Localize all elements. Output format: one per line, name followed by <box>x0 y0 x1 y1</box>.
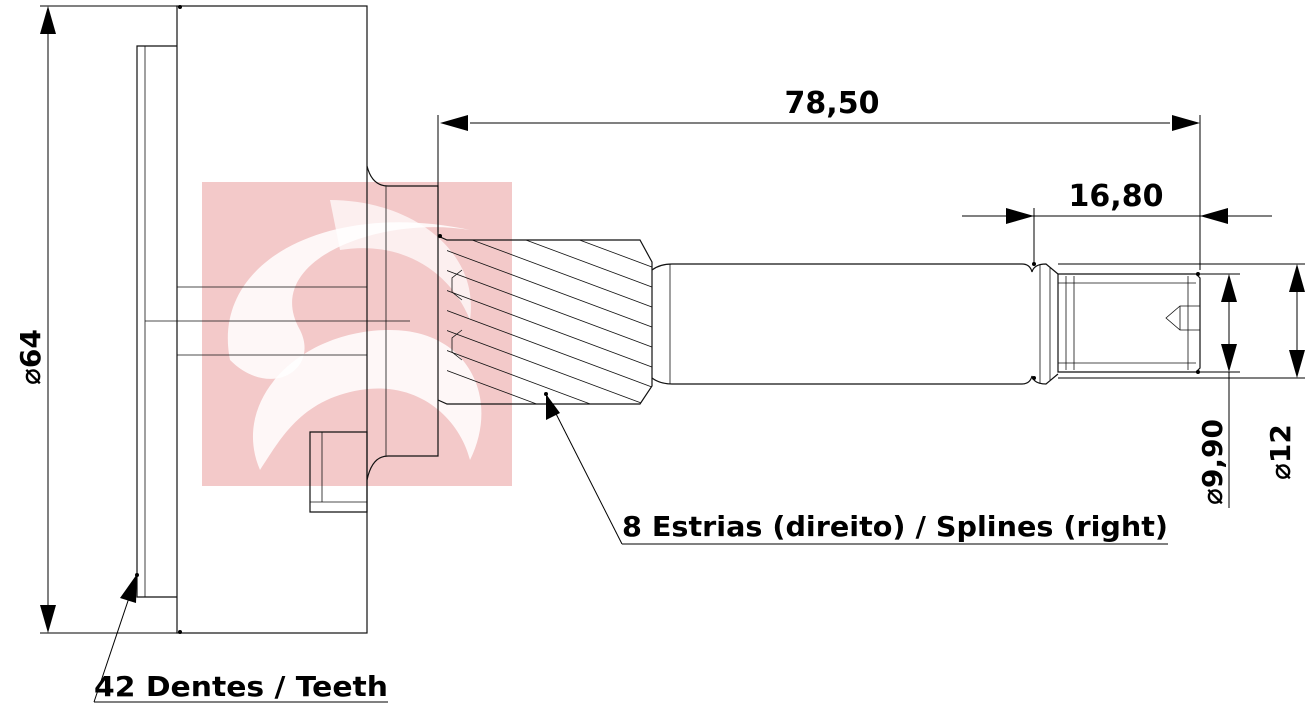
watermark-logo <box>202 182 512 486</box>
diameter-symbol: ⌀ <box>1264 463 1297 480</box>
shaft-diameter-label: ⌀12 <box>1264 424 1297 480</box>
teeth-callout: 42 Dentes / Teeth <box>93 573 388 703</box>
thread-length-value: 16,80 <box>1069 179 1164 214</box>
dimension-thread-length: 16,80 <box>962 179 1272 264</box>
pinion <box>437 235 653 405</box>
dimension-shaft-diameter: ⌀12 <box>1058 263 1305 480</box>
diameter-symbol: ⌀ <box>1196 488 1229 505</box>
gear-disk <box>136 5 439 634</box>
point-markers <box>135 5 1200 634</box>
inner-diameter-label: ⌀9,90 <box>1196 419 1229 505</box>
dimension-inner-diameter: ⌀9,90 <box>1196 273 1240 508</box>
inner-diameter-value: 9,90 <box>1196 419 1229 488</box>
splines-label: 8 Estrias (direito) / Splines (right) <box>622 510 1168 543</box>
teeth-label: 42 Dentes / Teeth <box>94 670 388 703</box>
dimension-outer-diameter: ⌀64 <box>14 5 177 634</box>
diameter-symbol: ⌀ <box>14 368 47 385</box>
shaft-diameter-value: 12 <box>1264 424 1297 463</box>
outer-diameter-value: 64 <box>14 329 47 368</box>
dimension-overall-length: 78,50 <box>437 86 1201 270</box>
splines-callout: 8 Estrias (direito) / Splines (right) <box>545 393 1168 545</box>
outer-diameter-label: ⌀64 <box>14 329 47 385</box>
overall-length-value: 78,50 <box>785 86 880 121</box>
shaft <box>651 263 1201 385</box>
